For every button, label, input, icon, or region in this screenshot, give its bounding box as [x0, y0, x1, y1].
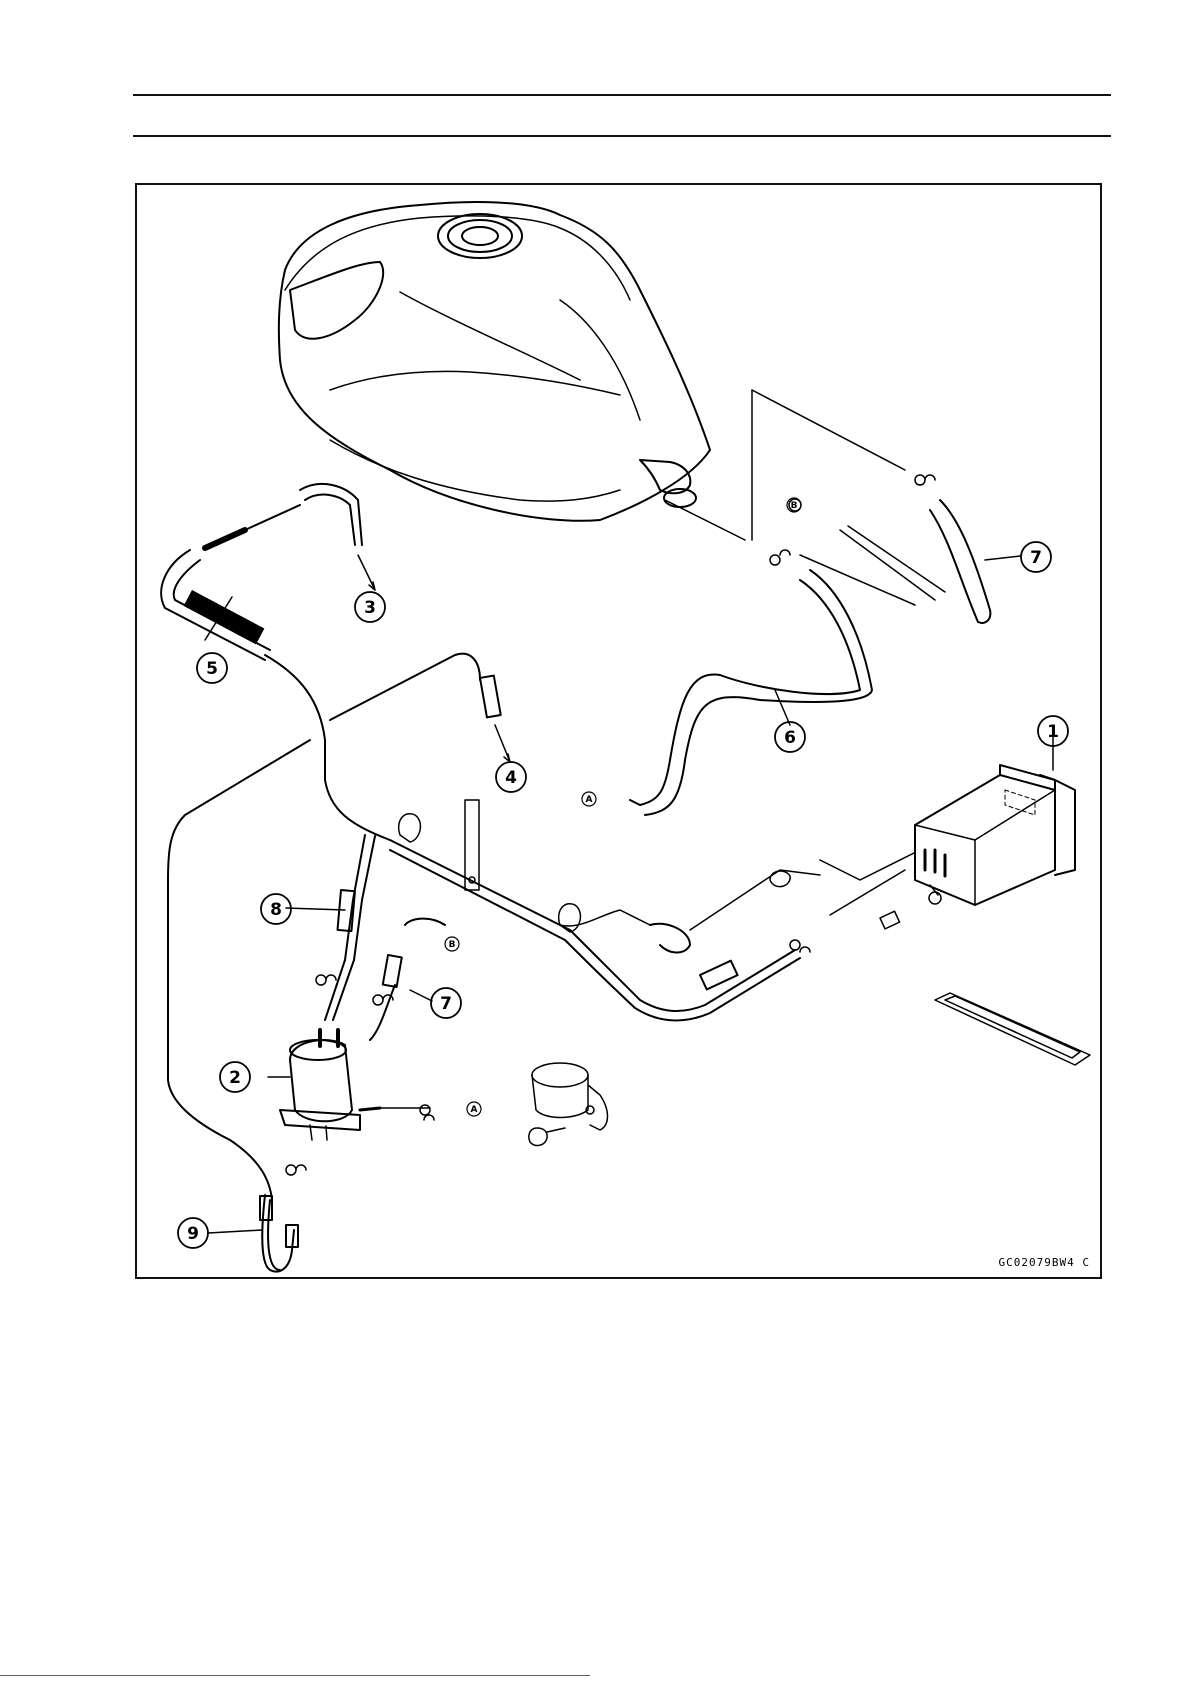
hose-4 [330, 654, 510, 762]
ref-labels: B A B A [449, 501, 798, 1115]
main-hose [390, 835, 950, 1020]
ref-a-upper: A [586, 795, 593, 805]
hose-5 [161, 550, 390, 840]
callouts [178, 542, 1068, 1248]
canister-strap [935, 993, 1090, 1065]
ref-a-lower: A [471, 1105, 478, 1115]
footer-rule [0, 1675, 590, 1676]
canister-1 [880, 765, 1075, 929]
hose-8 [325, 835, 375, 1020]
callout-7a-label: 7 [1030, 548, 1042, 568]
callout-3-label: 3 [364, 598, 376, 618]
hose-7-lower [370, 919, 445, 1040]
leader-lines [205, 556, 1053, 1233]
tank-drain-lines [665, 390, 915, 605]
callout-2-label: 2 [229, 1068, 241, 1088]
hose-7-upper [789, 499, 990, 623]
hose-clips [399, 800, 790, 932]
fuel-tank [279, 202, 710, 521]
callout-6-label: 6 [784, 728, 796, 748]
callout-7b-label: 7 [440, 994, 452, 1014]
hose-9 [168, 740, 310, 1272]
callout-9-label: 9 [187, 1224, 199, 1244]
bracket-band [529, 1063, 608, 1145]
hose-6 [630, 570, 872, 815]
callout-8-label: 8 [270, 900, 282, 920]
fitting-3 [205, 484, 375, 590]
ref-markers [445, 498, 801, 1116]
callout-labels: 1 2 3 4 5 6 7 8 9 7 [187, 548, 1059, 1244]
callout-1-label: 1 [1047, 722, 1059, 742]
ref-b-upper: B [791, 501, 798, 511]
callout-5-label: 5 [206, 659, 218, 679]
fuel-filter-2 [280, 1030, 430, 1140]
callout-4-label: 4 [505, 768, 517, 788]
ref-b-lower: B [449, 940, 456, 950]
spring-clips [286, 475, 935, 1175]
